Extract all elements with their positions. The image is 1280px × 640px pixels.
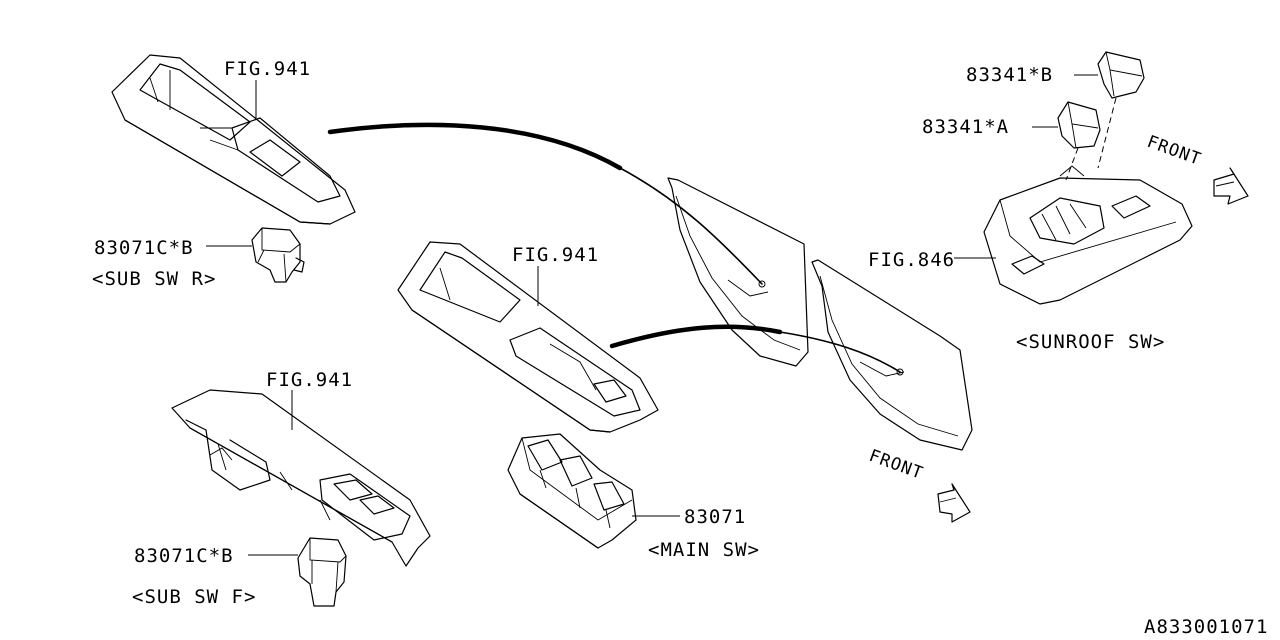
sunroof-console — [983, 165, 1193, 305]
rear-door-panel-outline — [667, 177, 809, 367]
front-harness-thin — [779, 331, 901, 373]
rear-sub-switch — [251, 227, 305, 283]
dash-line-a — [1065, 147, 1079, 181]
front-door-panel-outline — [811, 259, 973, 451]
front-sub-switch — [297, 537, 347, 607]
label-fig941-mid[interactable]: FIG.941 — [512, 244, 599, 266]
label-part-83341-b[interactable]: 83341*B — [966, 64, 1053, 86]
label-fig941-bottom[interactable]: FIG.941 — [266, 369, 353, 391]
rear-harness — [327, 122, 623, 171]
rear-harness-thin — [619, 167, 763, 285]
front-harness — [609, 324, 783, 349]
label-front-upper: FRONT — [1144, 132, 1204, 170]
label-fig846[interactable]: FIG.846 — [868, 249, 955, 271]
front-arrow-icon — [1213, 167, 1249, 205]
label-sub-sw-f: <SUB SW F> — [132, 586, 256, 608]
label-sunroof-sw: <SUNROOF SW> — [1016, 331, 1165, 353]
sunroof-switch-a — [1057, 101, 1101, 149]
label-part-83071c-b-front[interactable]: 83071C*B — [134, 545, 234, 567]
drawing-id: A833001071 — [1144, 616, 1268, 638]
label-fig941-top[interactable]: FIG.941 — [224, 58, 311, 80]
label-sub-sw-r: <SUB SW R> — [92, 268, 216, 290]
rear-door-armrest-panel — [111, 54, 356, 225]
front-arrow-icon — [937, 483, 971, 523]
front-door-armrest-panel — [397, 241, 659, 433]
label-part-83071c-b-rear[interactable]: 83071C*B — [94, 237, 194, 259]
label-main-sw: <MAIN SW> — [648, 539, 760, 561]
main-switch — [507, 433, 637, 549]
front-sub-door-panel — [171, 389, 431, 567]
dash-line-b — [1097, 97, 1117, 169]
label-part-83071[interactable]: 83071 — [684, 506, 746, 528]
label-front-lower: FRONT — [866, 446, 926, 484]
sunroof-switch-b — [1097, 51, 1145, 99]
label-part-83341-a[interactable]: 83341*A — [922, 116, 1009, 138]
